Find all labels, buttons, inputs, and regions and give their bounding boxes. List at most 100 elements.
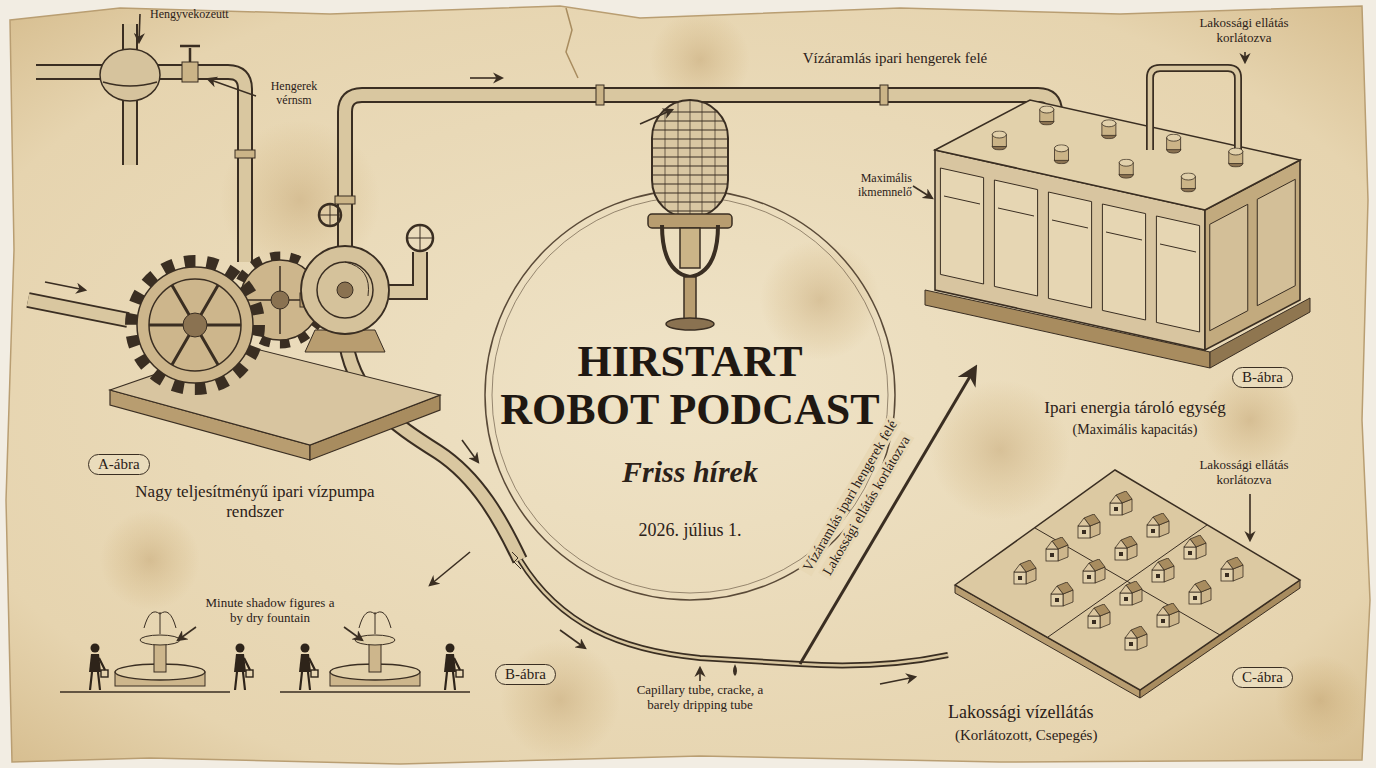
label-text: Vízáramlás ipari hengerek felé xyxy=(798,414,901,576)
pipes-part xyxy=(389,252,420,292)
flow-arrows-part xyxy=(344,627,362,640)
battery-unit-part xyxy=(1054,145,1068,164)
parchment xyxy=(6,6,1370,764)
microphone-part xyxy=(680,228,700,268)
water-pump-part xyxy=(131,261,259,389)
label-text: 2026. július 1. xyxy=(540,520,840,541)
battery-unit-part xyxy=(1181,173,1195,192)
title-text: HIRSTART ROBOT PODCAST xyxy=(495,338,885,435)
water-pump-part xyxy=(317,262,373,318)
capillary-tube-part xyxy=(733,664,737,676)
pipes-part xyxy=(36,72,245,262)
village-part xyxy=(1110,491,1132,515)
water-pump-part xyxy=(407,225,433,251)
fountains-part xyxy=(140,635,180,645)
water-pump xyxy=(110,204,440,460)
microphone-part xyxy=(684,277,696,319)
parchment-part xyxy=(100,510,200,610)
capillary-tube-part xyxy=(520,560,948,666)
microphone-part xyxy=(666,318,714,330)
label-text: Lakossági ellátás korlátozva xyxy=(1185,16,1303,46)
flow-arrows-part xyxy=(913,186,932,198)
label-text: Capillary tube, cracke, a barely drippin… xyxy=(620,683,780,713)
village-part xyxy=(1189,580,1211,604)
pipes-part xyxy=(389,252,420,292)
flow-arrows-part xyxy=(470,77,502,79)
microphone-part xyxy=(652,100,728,218)
microphone xyxy=(648,100,732,330)
flow-arrows xyxy=(45,14,1250,684)
battery-unit-part xyxy=(1210,204,1248,330)
village-part xyxy=(1051,582,1073,606)
water-pump-part xyxy=(407,225,433,251)
fountains-part xyxy=(299,644,318,691)
village xyxy=(955,470,1300,698)
village-part xyxy=(1083,559,1105,583)
figure-tag-text: C-ábra xyxy=(1242,669,1283,686)
water-pump-part xyxy=(337,282,353,298)
label-text: Lakossági vízellátás xyxy=(948,702,1168,723)
figure-tag: A-ábra xyxy=(88,454,150,475)
flow-arrows-part xyxy=(208,79,256,96)
village-part xyxy=(1115,536,1137,560)
top-left-vessel-part xyxy=(180,46,200,62)
battery-unit-part xyxy=(1102,120,1116,139)
parchment-part xyxy=(6,6,1370,764)
figure-tag-text: B-ábra xyxy=(505,666,546,683)
pipes-part xyxy=(880,85,888,105)
label-text: Vízáramlás ipari hengerek felé xyxy=(760,50,1030,67)
water-pump-part xyxy=(271,291,289,309)
capillary-tube-part xyxy=(520,560,948,666)
village-part xyxy=(1147,513,1169,537)
top-left-vessel-part xyxy=(182,62,198,82)
fountains-part xyxy=(234,644,253,691)
pipes-part xyxy=(235,150,255,158)
flow-arrows-part xyxy=(1249,494,1251,540)
flow-arrows-part xyxy=(560,630,585,648)
flow-arrows-part xyxy=(880,677,915,684)
fountains-part xyxy=(144,612,176,634)
capillary-tube-part xyxy=(512,552,521,569)
village-part xyxy=(1014,560,1036,584)
battery-unit-part xyxy=(1167,134,1181,153)
label-text: Lakossági ellátás korlátozva xyxy=(1185,458,1303,488)
village-part xyxy=(1120,581,1142,605)
battery-unit-part xyxy=(1048,192,1091,308)
figure-tag-text: B-ábra xyxy=(1242,369,1283,386)
water-pump-part xyxy=(149,285,241,365)
flow-arrows-part xyxy=(430,552,470,585)
pipes-part xyxy=(28,300,128,320)
label-text: Hengerek vérnsm xyxy=(258,80,330,108)
parchment-part xyxy=(500,640,620,760)
battery-unit xyxy=(925,68,1310,368)
label-text: Nagy teljesítményű ipari vízpumpa rendsz… xyxy=(130,482,380,521)
label-text: (Maximális kapacitás) xyxy=(1000,422,1270,438)
top-left-vessel-part xyxy=(103,82,157,86)
pipes-part xyxy=(345,334,520,560)
battery-unit-part xyxy=(1102,204,1145,320)
pipes-part xyxy=(36,72,245,262)
figure-tag: B-ábra xyxy=(1232,367,1293,388)
flow-arrows-part xyxy=(45,282,85,290)
top-left-vessel xyxy=(100,46,200,101)
battery-unit-part xyxy=(1257,179,1295,305)
flow-arrows-part xyxy=(139,14,140,42)
flow-arrows-part xyxy=(699,668,701,681)
water-pump-part xyxy=(319,204,341,226)
flow-arrows-part xyxy=(462,440,478,462)
label-text: Hengyvekozeutt xyxy=(150,8,260,22)
flow-arrows-part xyxy=(178,627,196,640)
battery-unit-part xyxy=(992,131,1006,150)
label-text: Minute shadow figures a by dry fountain xyxy=(200,596,340,626)
capillary-tube xyxy=(512,552,948,676)
battery-unit-part xyxy=(935,100,1300,210)
microphone-part xyxy=(652,100,728,218)
parchment-part xyxy=(566,8,578,78)
fountains-part xyxy=(359,612,391,634)
flow-arrows-part xyxy=(640,110,672,124)
pipes-part xyxy=(28,300,128,320)
village-part xyxy=(1125,626,1147,650)
village-part xyxy=(1088,604,1110,628)
fountains-part xyxy=(444,644,463,691)
battery-unit-part xyxy=(1150,68,1238,150)
